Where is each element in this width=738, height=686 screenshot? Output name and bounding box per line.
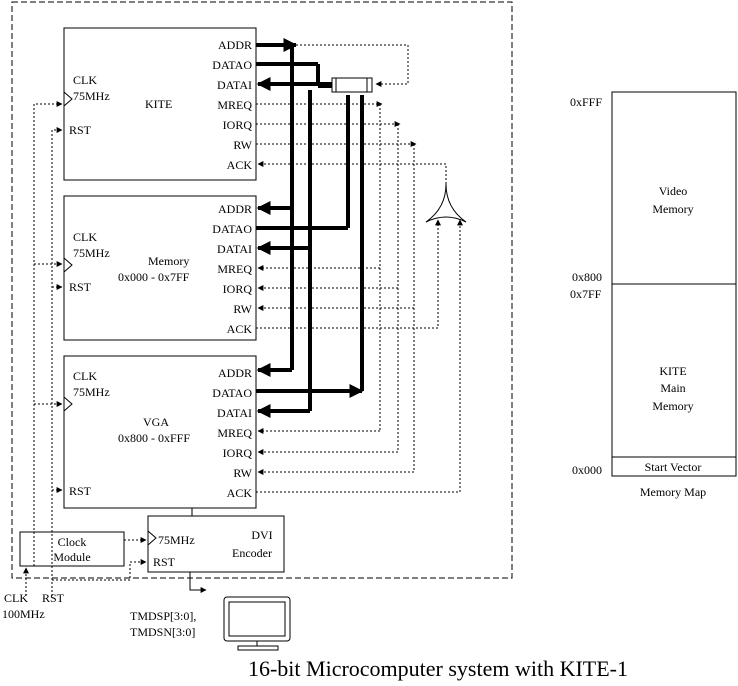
vga-port-ack: ACK	[227, 486, 253, 500]
control-lines	[23, 44, 463, 596]
memory-port-addr: ADDR	[218, 202, 252, 216]
dvi-clk-label: 75MHz	[158, 533, 195, 547]
vga-port-datai: DATAI	[217, 406, 252, 420]
memory-port-rw: RW	[233, 302, 252, 316]
ext-rst-label: RST	[42, 591, 65, 605]
address-bus	[256, 38, 298, 377]
vga-port-datao: DATAO	[212, 386, 252, 400]
vga-name: VGA	[143, 415, 169, 429]
map-main-line2: Main	[660, 381, 685, 395]
vga-rst-label: RST	[69, 484, 92, 498]
memory-block: CLK 75MHz RST Memory 0x000 - 0x7FF ADDR …	[63, 195, 257, 341]
dvi-label-1: DVI	[251, 528, 272, 542]
map-addr-000: 0x000	[572, 463, 602, 477]
memory-clk-freq: 75MHz	[73, 246, 110, 260]
kite-name: KITE	[145, 97, 172, 111]
vga-range: 0x800 - 0xFFF	[118, 431, 190, 445]
tmdsn-label: TMDSN[3:0]	[130, 625, 195, 639]
memory-port-mreq: MREQ	[217, 262, 252, 276]
memory-port-ack: ACK	[227, 322, 253, 336]
kite-rst-label: RST	[69, 123, 92, 137]
ext-clk-label: CLK	[4, 591, 28, 605]
clock-module: Clock Module	[19, 531, 125, 567]
vga-clk-freq: 75MHz	[73, 385, 110, 399]
kite-clk-freq: 75MHz	[73, 89, 110, 103]
kite-port-ack: ACK	[227, 158, 253, 172]
kite-port-datai: DATAI	[217, 78, 252, 92]
memory-clock-triangle	[63, 257, 73, 273]
kite-port-rw: RW	[233, 138, 252, 152]
map-start-vector: Start Vector	[645, 460, 702, 474]
memory-range: 0x000 - 0x7FF	[118, 270, 190, 284]
ack-or-gate	[425, 183, 467, 223]
vga-block: CLK 75MHz RST VGA 0x800 - 0xFFF ADDR DAT…	[63, 355, 257, 509]
memory-rst-label: RST	[69, 280, 92, 294]
kite-port-datao: DATAO	[212, 58, 252, 72]
data-buses	[256, 62, 364, 418]
map-video-line1: Video	[659, 184, 688, 198]
map-addr-top: 0xFFF	[570, 95, 602, 109]
map-caption: Memory Map	[640, 485, 706, 499]
ext-freq-label: 100MHz	[2, 607, 45, 621]
vga-port-iorq: IORQ	[223, 446, 253, 460]
memory-clk-label: CLK	[73, 230, 97, 244]
kite-port-iorq: IORQ	[223, 118, 253, 132]
fpga-boundary	[11, 1, 513, 579]
tmdsp-label: TMDSP[3:0],	[130, 609, 196, 623]
vga-port-rw: RW	[233, 466, 252, 480]
monitor-icon	[223, 596, 291, 651]
map-addr-7ff: 0x7FF	[570, 287, 602, 301]
dvi-label-2: Encoder	[232, 546, 272, 560]
memory-port-iorq: IORQ	[223, 282, 253, 296]
map-main-line3: Memory	[652, 399, 693, 413]
dvi-encoder: DVI Encoder 75MHz RST	[147, 515, 285, 573]
vga-clock-triangle	[63, 396, 73, 412]
kite-block: CLK 75MHz RST KITE ADDR DATAO DATAI MREQ…	[63, 27, 257, 181]
kite-port-addr: ADDR	[218, 38, 252, 52]
map-video-line2: Memory	[652, 202, 693, 216]
map-addr-800: 0x800	[572, 270, 602, 284]
memory-name: Memory	[148, 254, 189, 268]
dvi-clock-triangle	[147, 530, 157, 546]
vga-port-mreq: MREQ	[217, 426, 252, 440]
vga-clk-label: CLK	[73, 369, 97, 383]
kite-port-mreq: MREQ	[217, 98, 252, 112]
memory-port-datao: DATAO	[212, 222, 252, 236]
memory-port-datai: DATAI	[217, 242, 252, 256]
kite-clk-label: CLK	[73, 73, 97, 87]
clock-module-label-2: Module	[53, 550, 90, 564]
data-mux	[331, 77, 373, 93]
memory-map: 0xFFF 0x800 0x7FF 0x000 Video Memory KIT…	[570, 91, 737, 499]
map-main-line1: KITE	[659, 364, 686, 378]
diagram-title: 16-bit Microcomputer system with KITE-1	[248, 656, 628, 681]
clock-module-label-1: Clock	[58, 535, 87, 549]
kite-clock-triangle	[63, 91, 73, 107]
vga-port-addr: ADDR	[218, 366, 252, 380]
dvi-rst-label: RST	[153, 555, 176, 569]
